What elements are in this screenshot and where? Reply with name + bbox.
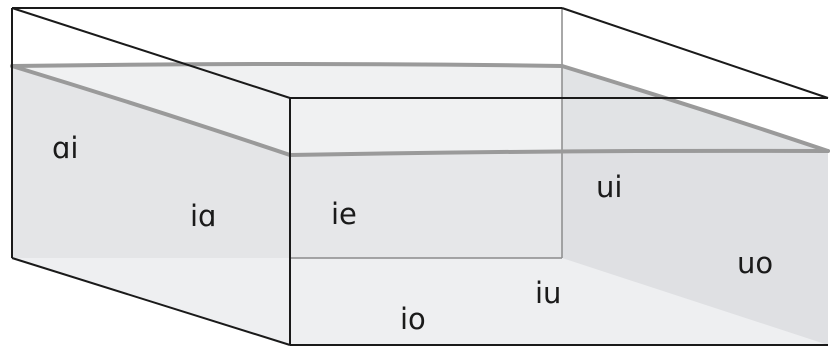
box-outline	[11, 7, 829, 346]
label-io: io	[400, 302, 426, 336]
label-ai: ɑi	[52, 131, 78, 165]
label-ui: ui	[596, 170, 622, 204]
label-ie: ie	[331, 197, 357, 231]
water-right-face	[562, 66, 828, 345]
label-iu: iu	[535, 276, 561, 310]
bottom-face	[12, 258, 828, 345]
label-ia: iɑ	[190, 199, 216, 233]
label-uo: uo	[737, 246, 773, 280]
water-rim	[10, 62, 830, 157]
